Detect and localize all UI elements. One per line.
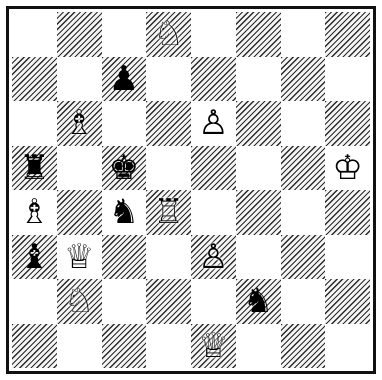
square-f2[interactable]: ♞ bbox=[236, 279, 281, 324]
square-e8[interactable] bbox=[191, 12, 236, 57]
square-a2[interactable] bbox=[12, 279, 57, 324]
square-g5[interactable] bbox=[281, 146, 326, 191]
square-h3[interactable] bbox=[325, 235, 370, 280]
square-b1[interactable] bbox=[57, 324, 102, 369]
square-h1[interactable] bbox=[325, 324, 370, 369]
square-g8[interactable] bbox=[281, 12, 326, 57]
square-d4[interactable]: ♖ bbox=[146, 190, 191, 235]
square-c6[interactable] bbox=[102, 101, 147, 146]
square-b6[interactable]: ♗ bbox=[57, 101, 102, 146]
square-e4[interactable] bbox=[191, 190, 236, 235]
square-f3[interactable] bbox=[236, 235, 281, 280]
black-knight-icon[interactable]: ♞ bbox=[243, 284, 273, 318]
square-d3[interactable] bbox=[146, 235, 191, 280]
square-d1[interactable] bbox=[146, 324, 191, 369]
black-pawn-icon[interactable]: ♟ bbox=[109, 62, 139, 96]
square-f6[interactable] bbox=[236, 101, 281, 146]
square-d6[interactable] bbox=[146, 101, 191, 146]
square-f1[interactable] bbox=[236, 324, 281, 369]
square-f4[interactable] bbox=[236, 190, 281, 235]
square-b8[interactable] bbox=[57, 12, 102, 57]
square-e5[interactable] bbox=[191, 146, 236, 191]
chess-board: ♘ ♟ ♗ ♙ ♜ ♚ ♔ ♗ ♞ ♖ ♝ ♕ ♙ ♘ ♞ ♕ bbox=[6, 6, 376, 374]
square-c8[interactable] bbox=[102, 12, 147, 57]
square-a4[interactable]: ♗ bbox=[12, 190, 57, 235]
square-a5[interactable]: ♜ bbox=[12, 146, 57, 191]
square-c5[interactable]: ♚ bbox=[102, 146, 147, 191]
square-h8[interactable] bbox=[325, 12, 370, 57]
square-h5[interactable]: ♔ bbox=[325, 146, 370, 191]
square-a7[interactable] bbox=[12, 57, 57, 102]
square-h6[interactable] bbox=[325, 101, 370, 146]
square-a6[interactable] bbox=[12, 101, 57, 146]
square-b5[interactable] bbox=[57, 146, 102, 191]
square-d8[interactable]: ♘ bbox=[146, 12, 191, 57]
square-g2[interactable] bbox=[281, 279, 326, 324]
square-e3[interactable]: ♙ bbox=[191, 235, 236, 280]
square-h7[interactable] bbox=[325, 57, 370, 102]
square-e7[interactable] bbox=[191, 57, 236, 102]
square-c2[interactable] bbox=[102, 279, 147, 324]
black-knight-icon[interactable]: ♞ bbox=[109, 195, 139, 229]
square-g3[interactable] bbox=[281, 235, 326, 280]
white-knight-icon[interactable]: ♘ bbox=[153, 17, 183, 51]
square-h4[interactable] bbox=[325, 190, 370, 235]
square-d7[interactable] bbox=[146, 57, 191, 102]
square-g7[interactable] bbox=[281, 57, 326, 102]
square-g1[interactable] bbox=[281, 324, 326, 369]
square-e2[interactable] bbox=[191, 279, 236, 324]
white-bishop-icon[interactable]: ♗ bbox=[19, 195, 49, 229]
board-grid: ♘ ♟ ♗ ♙ ♜ ♚ ♔ ♗ ♞ ♖ ♝ ♕ ♙ ♘ ♞ ♕ bbox=[12, 12, 370, 368]
square-c3[interactable] bbox=[102, 235, 147, 280]
square-c1[interactable] bbox=[102, 324, 147, 369]
square-c7[interactable]: ♟ bbox=[102, 57, 147, 102]
square-b3[interactable]: ♕ bbox=[57, 235, 102, 280]
white-knight-icon[interactable]: ♘ bbox=[64, 284, 94, 318]
square-e1[interactable]: ♕ bbox=[191, 324, 236, 369]
square-a3[interactable]: ♝ bbox=[12, 235, 57, 280]
square-f8[interactable] bbox=[236, 12, 281, 57]
square-g4[interactable] bbox=[281, 190, 326, 235]
white-queen-icon[interactable]: ♕ bbox=[64, 240, 94, 274]
square-h2[interactable] bbox=[325, 279, 370, 324]
square-b7[interactable] bbox=[57, 57, 102, 102]
square-g6[interactable] bbox=[281, 101, 326, 146]
square-b2[interactable]: ♘ bbox=[57, 279, 102, 324]
square-a1[interactable] bbox=[12, 324, 57, 369]
square-e6[interactable]: ♙ bbox=[191, 101, 236, 146]
white-rook-icon[interactable]: ♖ bbox=[153, 195, 183, 229]
square-f5[interactable] bbox=[236, 146, 281, 191]
white-king-icon[interactable]: ♔ bbox=[332, 151, 362, 185]
square-b4[interactable] bbox=[57, 190, 102, 235]
white-pawn-icon[interactable]: ♙ bbox=[198, 106, 228, 140]
square-f7[interactable] bbox=[236, 57, 281, 102]
white-bishop-icon[interactable]: ♗ bbox=[64, 106, 94, 140]
black-bishop-icon[interactable]: ♝ bbox=[19, 240, 49, 274]
black-rook-icon[interactable]: ♜ bbox=[19, 151, 49, 185]
square-d5[interactable] bbox=[146, 146, 191, 191]
square-d2[interactable] bbox=[146, 279, 191, 324]
square-c4[interactable]: ♞ bbox=[102, 190, 147, 235]
black-king-icon[interactable]: ♚ bbox=[109, 151, 139, 185]
white-queen-icon[interactable]: ♕ bbox=[198, 329, 228, 363]
white-pawn-icon[interactable]: ♙ bbox=[198, 240, 228, 274]
square-a8[interactable] bbox=[12, 12, 57, 57]
